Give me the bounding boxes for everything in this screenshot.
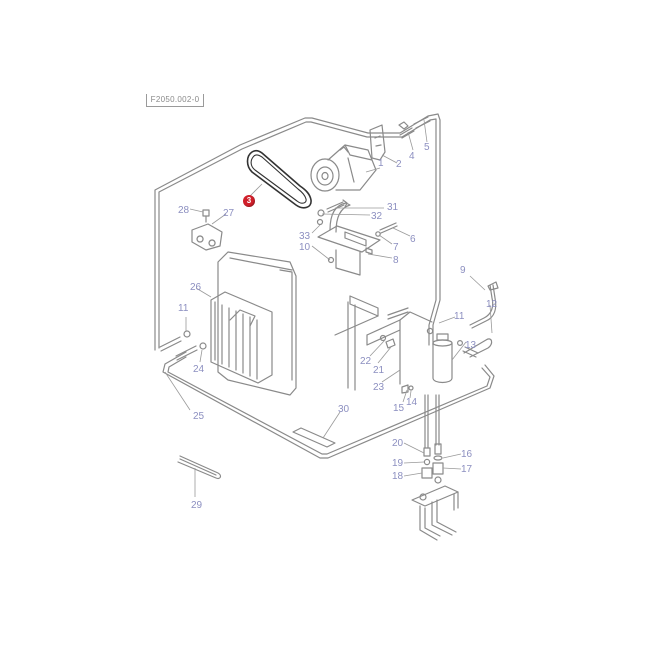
part-label-16: 16 [461,449,473,460]
part-label-31: 31 [387,202,399,213]
nut-15 [401,384,409,394]
evaporator-housing [217,251,297,396]
pad-30 [292,427,336,448]
bolt-4 [398,121,415,139]
fitting-left-lower [175,345,198,361]
pipe-lower-25 [162,351,495,459]
part-label-26: 26 [190,282,202,293]
part-label-24: 24 [193,364,205,375]
part-label-29: 29 [191,500,203,511]
washer-7 [375,231,381,237]
nut-33 [316,218,324,226]
washer-24 [199,342,207,350]
part-label-8: 8 [393,255,399,266]
hose-9 [469,281,499,329]
nut-10 [327,256,335,264]
part-label-11-left: 11 [178,303,189,314]
reference-code-box: F2050.002-0 [146,94,204,107]
part-label-18: 18 [392,471,404,482]
part-label-14: 14 [406,397,418,408]
part-label-20: 20 [392,438,404,449]
washer-32 [317,209,325,217]
part-label-7: 7 [393,242,399,253]
part-label-10: 10 [299,242,311,253]
side-bracket [334,295,379,391]
nut-18 [421,467,433,479]
bolt-28 [202,209,210,223]
part-label-1: 1 [378,158,384,169]
washer-13 [457,340,464,347]
part-label-13: 13 [465,340,477,351]
part-label-12: 12 [486,299,498,310]
bolt-6 [379,222,398,234]
washer-14 [408,385,414,391]
drive-belt-3 [246,149,312,209]
part-label-4: 4 [409,151,415,162]
mounting-bracket-8 [317,202,381,276]
part-label-21: 21 [373,365,385,376]
part-label-17: 17 [461,464,473,475]
part-label-15: 15 [393,403,405,414]
pipe-upper [154,113,441,351]
fitting-20 [423,447,431,457]
bolt-21 [385,338,396,349]
evaporator-core-26 [210,291,273,384]
washer-11-left [183,330,191,338]
bolt-31 [326,199,348,213]
hose-12 [463,338,493,358]
part-label-33: 33 [299,231,311,242]
highlighted-part-3-callout[interactable]: 3 [243,195,255,207]
part-label-19: 19 [392,458,404,469]
washer-16 [433,455,443,461]
receiver-bracket-23 [366,307,433,385]
part-label-27: 27 [223,208,235,219]
compressor-1 [310,144,377,192]
nut-17 [432,462,444,475]
part-label-25: 25 [193,411,205,422]
lower-bracket [411,476,459,541]
fitting-5 [413,116,431,129]
block-27 [191,223,223,251]
bracket-2 [369,124,386,161]
fitting-16-top [434,443,442,455]
part-label-32: 32 [371,211,383,222]
part-label-30: 30 [338,404,350,415]
part-label-2: 2 [396,159,402,170]
fitting-13 [462,346,479,358]
part-label-28: 28 [178,205,190,216]
part-label-9: 9 [460,265,466,276]
fitting-left-upper [159,336,182,352]
part-label-22: 22 [360,356,372,367]
washer-11-right [426,327,434,335]
vertical-pipes [424,394,440,449]
part-label-23: 23 [373,382,385,393]
receiver-drier-13 [432,333,453,384]
washer-22 [379,334,387,342]
part-label-6: 6 [410,234,416,245]
strip-29 [177,455,222,480]
part-label-5: 5 [424,142,430,153]
washer-19 [423,458,431,466]
part-label-11-right: 11 [454,311,465,322]
